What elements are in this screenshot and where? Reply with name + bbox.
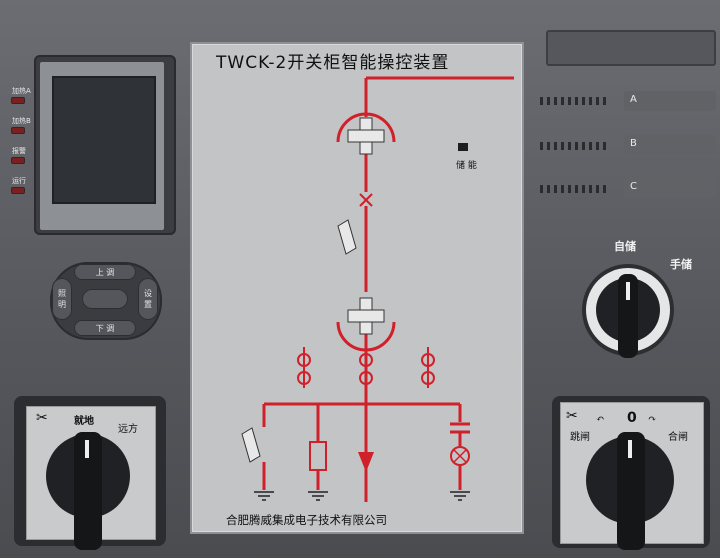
local-remote-mark	[85, 440, 89, 458]
slot-tab-a	[624, 91, 716, 111]
slot-label-c: C	[630, 181, 637, 192]
settings-button[interactable]: 设 置	[138, 278, 158, 320]
remote-label: 远方	[118, 424, 138, 435]
close-label: 合闸	[668, 432, 688, 443]
panel-title: TWCK-2开关柜智能操控装置	[216, 53, 450, 73]
local-label: 就地	[74, 416, 94, 427]
storage-label: 储 能	[456, 161, 477, 171]
logo-icon: ✂	[36, 410, 48, 426]
company-name: 合肥腾威集成电子技术有限公司	[226, 513, 387, 527]
single-line-diagram	[241, 76, 514, 502]
led-heating-a	[12, 98, 24, 103]
slot-tab-b	[624, 135, 716, 155]
open-label: 跳闸	[570, 432, 590, 443]
earth-switch-indicator	[241, 427, 261, 463]
vent-dots	[540, 185, 610, 193]
open-close-mark	[628, 440, 632, 458]
upper-plug-arc	[336, 112, 396, 143]
storage-knob-handle[interactable]	[618, 274, 638, 358]
isolator-indicator	[337, 219, 357, 255]
slot-label-a: A	[630, 94, 637, 105]
led-heating-b	[12, 128, 24, 133]
led-label: 报警	[12, 147, 26, 155]
led-label: 运行	[12, 177, 26, 185]
led-alarm	[12, 158, 24, 163]
slot-label-b: B	[630, 138, 637, 149]
arrow-left-icon: ↶	[596, 414, 605, 425]
vent-dots	[540, 97, 610, 105]
auto-storage-label: 自储	[614, 240, 636, 253]
top-window	[546, 30, 716, 66]
storage-knob-mark	[626, 282, 630, 300]
manual-storage-label: 手储	[670, 258, 692, 271]
down-button[interactable]: 下 调	[74, 320, 136, 336]
up-button[interactable]: 上 调	[74, 264, 136, 280]
arrow-right-icon: ↷	[648, 414, 657, 425]
led-running	[12, 188, 24, 193]
slot-tab-c	[624, 178, 716, 198]
led-label: 加热A	[12, 87, 31, 95]
led-label: 加热B	[12, 117, 31, 125]
center-button[interactable]	[82, 289, 128, 309]
lcd-screen	[52, 76, 156, 204]
logo-icon: ✂	[566, 408, 578, 424]
vent-dots	[540, 142, 610, 150]
light-button[interactable]: 照 明	[52, 278, 72, 320]
storage-indicator	[458, 143, 468, 151]
zero-label: 0	[627, 410, 637, 426]
